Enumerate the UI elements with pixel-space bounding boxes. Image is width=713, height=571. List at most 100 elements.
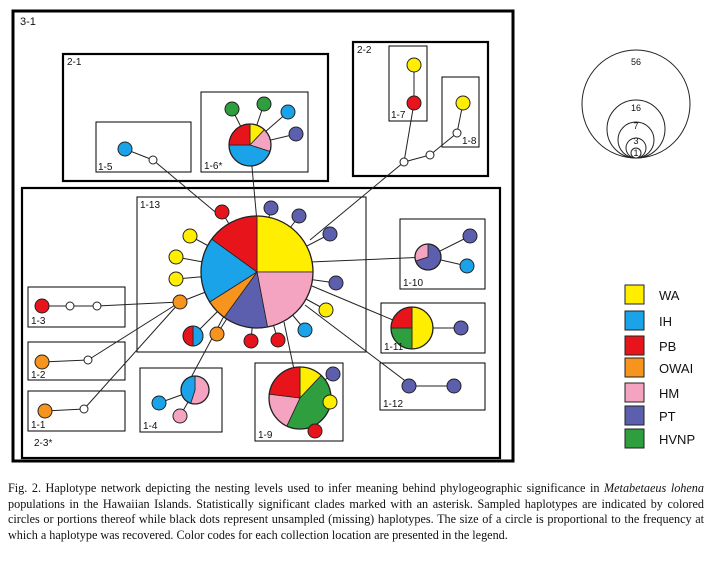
haplotype-1-5-outline [117, 141, 133, 157]
scale-label-16: 16 [631, 103, 641, 113]
legend-swatch-owai [624, 357, 645, 378]
clade-label-2-1: 2-1 [67, 57, 82, 68]
haplotype-1-10-a-slice-pt [463, 229, 477, 243]
haplotype-1-13-g [168, 271, 184, 287]
caption-species: Metabetaeus lohena [604, 481, 704, 495]
clade-label-1-13: 1-13 [140, 200, 160, 211]
haplotype-1-11-main-outline [390, 306, 434, 350]
haplotype-1-12-a-outline [401, 378, 417, 394]
legend-swatch-pb [624, 335, 645, 356]
haplotype-1-6-d [288, 126, 304, 142]
haplotype-1-13-l [243, 333, 259, 349]
clade-label-1-1: 1-1 [31, 420, 46, 431]
legend-item-hvnp: HVNP [624, 428, 695, 449]
haplotype-1-12-b-outline [446, 378, 462, 394]
haplotype-1-10-main [414, 243, 442, 271]
clade-box-1-9 [254, 362, 344, 442]
haplotype-1-10-b [459, 258, 475, 274]
haplotype-1-13-a [214, 204, 230, 220]
haplotype-1-13-i [318, 302, 334, 318]
haplotype-1-13-n-slice-owai [173, 295, 187, 309]
legend-item-wa: WA [624, 284, 680, 305]
clade-label-1-3: 1-3 [31, 316, 46, 327]
haplotype-1-13-c-outline [291, 208, 307, 224]
legend-item-ih: IH [624, 310, 672, 331]
haplotype-1-13-k [270, 332, 286, 348]
haplotype-split-slice-ih [192, 325, 204, 347]
haplotype-1-7-b-slice-pb [407, 96, 421, 110]
haplotype-1-9-a [325, 366, 341, 382]
scale-label-56: 56 [631, 57, 641, 67]
haplotype-1-6-d-slice-pt [289, 127, 303, 141]
haplotype-split-slice-pb [182, 325, 194, 347]
haplotype-1-2-outline [34, 354, 50, 370]
haplotype-1-13-b-outline [263, 200, 279, 216]
clade-label-1-9: 1-9 [258, 430, 273, 441]
clade-box-2-2 [351, 40, 490, 178]
legend-item-pb: PB [624, 335, 676, 356]
haplotype-1-4-main-outline [180, 375, 210, 405]
clade-box-1-5 [95, 121, 192, 173]
clade-label-1-2: 1-2 [31, 370, 46, 381]
legend-label-ih: IH [659, 314, 672, 329]
haplotype-1-10-a [462, 228, 478, 244]
haplotype-1-13-f [168, 249, 184, 265]
haplotype-1-8-slice-wa [456, 96, 470, 110]
haplotype-1-13-f-slice-wa [169, 250, 183, 264]
haplotype-1-1 [37, 403, 53, 419]
haplotype-1-10-b-outline [459, 258, 475, 274]
haplotype-1-13-h-outline [328, 275, 344, 291]
haplotype-1-13-i-outline [318, 302, 334, 318]
scale-label-7: 7 [633, 121, 638, 131]
haplotype-1-6-b-outline [256, 96, 272, 112]
caption-prefix: Fig. 2. Haplotype network depicting the … [8, 481, 600, 495]
haplotype-central [200, 215, 314, 329]
legend-label-hm: HM [659, 386, 679, 401]
haplotype-1-4-b-outline [172, 408, 188, 424]
haplotype-1-4-a [151, 395, 167, 411]
haplotype-1-13-n [172, 294, 188, 310]
clade-box-1-10 [399, 218, 486, 290]
legend: WA IH PB OWAI HM PT HVNP [624, 284, 695, 449]
haplotype-1-4-main [180, 375, 210, 405]
haplotype-1-1-outline [37, 403, 53, 419]
haplotype-1-13-h [328, 275, 344, 291]
haplotype-1-6-c-outline [280, 104, 296, 120]
haplotype-1-12-b-slice-pt [447, 379, 461, 393]
clade-label-3-1: 3-1 [20, 16, 36, 28]
clade-box-1-1 [27, 390, 126, 432]
clade-label-1-7: 1-7 [391, 110, 406, 121]
legend-item-hm: HM [624, 382, 679, 403]
haplotype-nodes [34, 57, 478, 439]
legend-label-wa: WA [659, 288, 680, 303]
haplotype-1-8 [455, 95, 471, 111]
clade-box-1-7 [388, 45, 428, 122]
haplotype-1-13-j [297, 322, 313, 338]
haplotype-1-5 [117, 141, 133, 157]
haplotype-1-4-a-outline [151, 395, 167, 411]
haplotype-1-2-slice-owai [35, 355, 49, 369]
haplotype-network-figure: 3-1 2-1 2-2 2-3* 1-5 1-6* 1-7 1-8 1-13 1… [11, 9, 695, 463]
haplotype-1-12-a [401, 378, 417, 394]
clade-box-2-3 [20, 186, 502, 460]
haplotype-1-6-a-outline [224, 101, 240, 117]
haplotype-1-13-l-slice-pb [244, 334, 258, 348]
haplotype-1-6-main-outline [228, 123, 272, 167]
clade-label-2-2: 2-2 [357, 45, 372, 56]
haplotype-1-13-k-slice-pb [271, 333, 285, 347]
figure-caption: Fig. 2. Haplotype network depicting the … [8, 481, 704, 543]
haplotype-1-13-e [182, 228, 198, 244]
caption-body: populations in the Hawaiian Islands. Sta… [8, 496, 704, 542]
haplotype-1-13-b-slice-pt [264, 201, 278, 215]
haplotype-1-3-slice-pb [35, 299, 49, 313]
haplotype-1-6-a-slice-hvnp [225, 102, 239, 116]
haplotype-1-6-d-outline [288, 126, 304, 142]
haplotype-1-8-outline [455, 95, 471, 111]
haplotype-1-9-main [268, 366, 332, 430]
legend-swatch-pt [624, 405, 645, 426]
haplotype-1-6-c-slice-ih [281, 105, 295, 119]
clade-label-1-8: 1-8 [462, 136, 477, 147]
legend-swatch-wa [624, 284, 645, 305]
clade-label-1-4: 1-4 [143, 421, 158, 432]
clade-box-1-8 [441, 76, 480, 148]
